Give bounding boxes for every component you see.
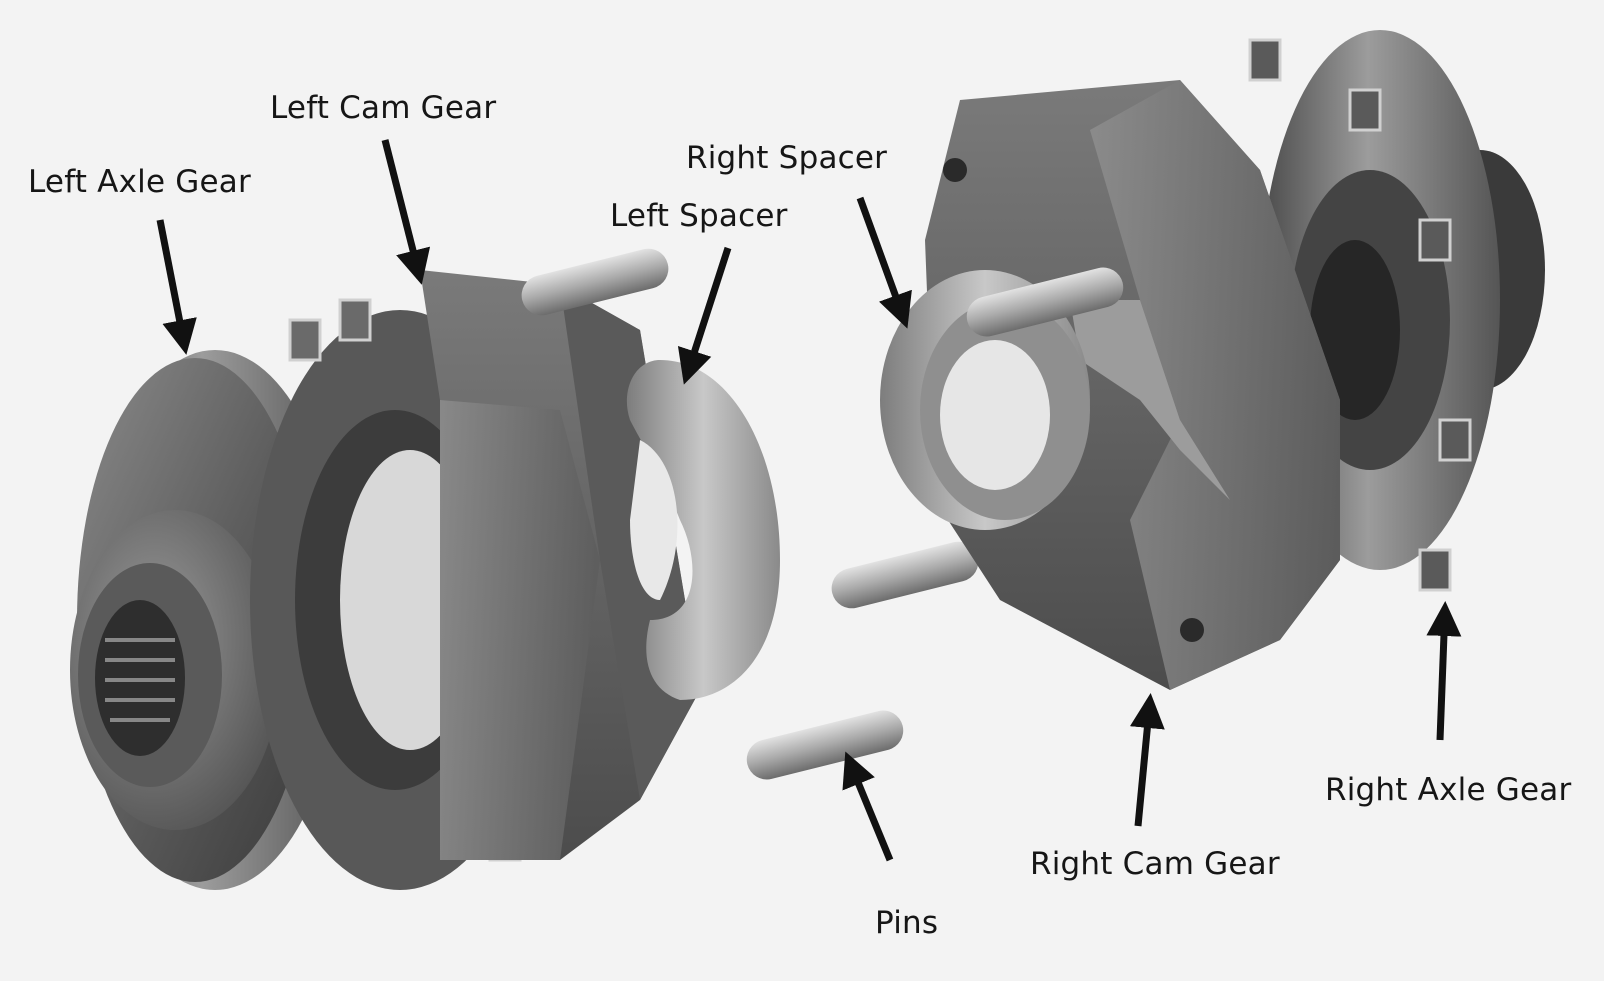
arrow-right-cam-gear <box>1138 700 1150 826</box>
label-left-axle-gear: Left Axle Gear <box>28 164 251 200</box>
arrow-pins <box>848 758 890 860</box>
label-right-axle-gear: Right Axle Gear <box>1325 772 1571 808</box>
label-left-spacer: Left Spacer <box>610 198 788 234</box>
label-pins: Pins <box>875 905 938 941</box>
arrow-left-spacer <box>686 248 728 378</box>
arrow-right-spacer <box>860 198 905 322</box>
pin-middle <box>827 537 982 612</box>
pin-lower <box>743 706 908 784</box>
left-spacer <box>627 360 780 700</box>
arrow-left-axle-gear <box>160 220 185 348</box>
label-left-cam-gear: Left Cam Gear <box>270 90 496 126</box>
left-cam-gear <box>250 270 700 890</box>
label-right-spacer: Right Spacer <box>686 140 887 176</box>
label-right-cam-gear: Right Cam Gear <box>1030 846 1280 882</box>
arrow-left-cam-gear <box>385 140 420 278</box>
arrow-right-axle-gear <box>1440 608 1445 740</box>
